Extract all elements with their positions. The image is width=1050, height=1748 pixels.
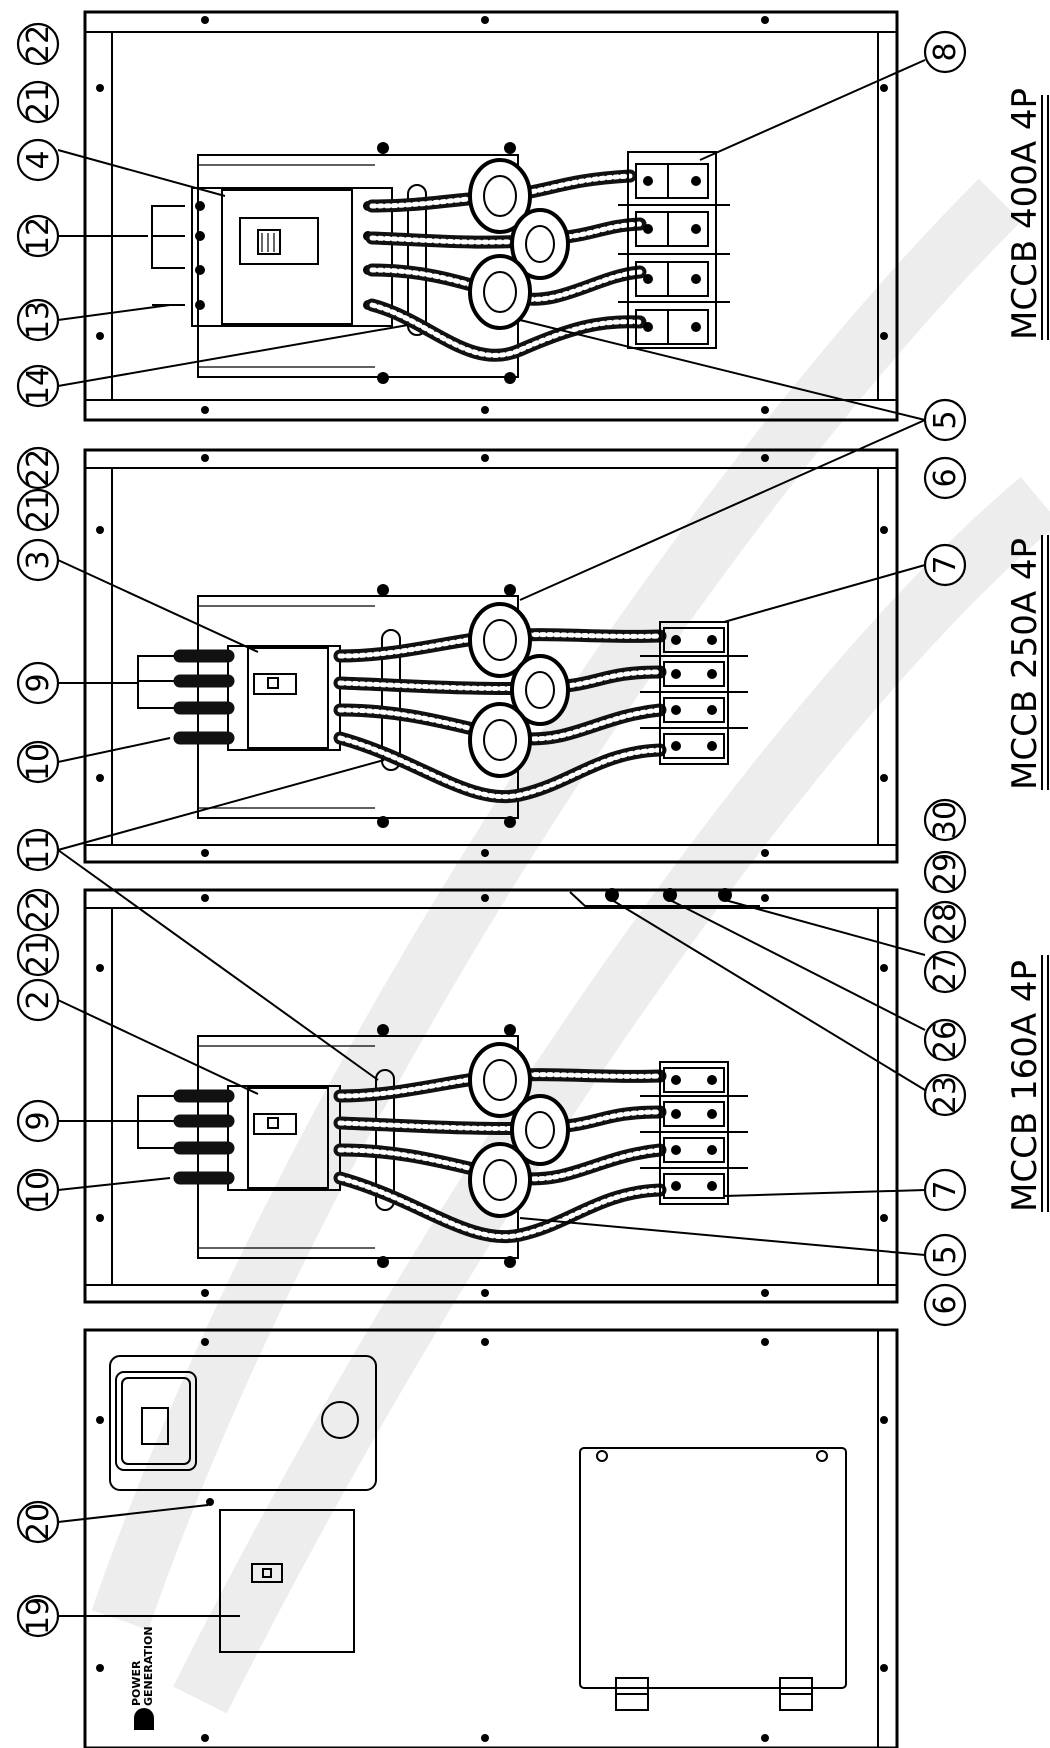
power-generation-logo: POWER GENERATION	[130, 1626, 155, 1730]
svg-text:21: 21	[21, 936, 56, 974]
svg-text:9: 9	[21, 673, 56, 692]
callout-5-p3: 5	[923, 1233, 967, 1277]
svg-text:14: 14	[21, 367, 56, 405]
callout-28: 28	[923, 900, 967, 944]
svg-text:6: 6	[928, 1295, 963, 1314]
callout-4: 4	[16, 138, 60, 182]
svg-text:POWER: POWER	[130, 1660, 143, 1706]
svg-text:7: 7	[928, 1180, 963, 1199]
callout-10-p3: 10	[16, 1168, 60, 1212]
svg-text:GENERATION: GENERATION	[142, 1626, 155, 1706]
callout-8: 8	[923, 30, 967, 74]
callout-12: 12	[16, 214, 60, 258]
svg-text:23: 23	[928, 1076, 963, 1114]
svg-text:10: 10	[21, 743, 56, 781]
svg-text:12: 12	[21, 217, 56, 255]
svg-text:29: 29	[928, 853, 963, 891]
panel-160a-title: MCCB 160A 4P	[1005, 960, 1045, 1212]
callout-29: 29	[923, 850, 967, 894]
panel-400a-title: MCCB 400A 4P	[1005, 88, 1045, 340]
svg-text:21: 21	[21, 83, 56, 121]
panel-250a-title: MCCB 250A 4P	[1005, 538, 1045, 790]
svg-text:20: 20	[21, 1503, 56, 1541]
svg-text:2: 2	[21, 990, 56, 1009]
callout-27: 27	[923, 950, 967, 994]
svg-text:4: 4	[21, 150, 56, 169]
svg-text:5: 5	[928, 1245, 963, 1264]
panel-250a: MCCB 250A 4P	[83, 448, 1049, 864]
svg-text:22: 22	[21, 25, 56, 63]
callout-21-p1: 21	[16, 80, 60, 124]
svg-text:13: 13	[21, 301, 56, 339]
svg-text:9: 9	[21, 1111, 56, 1130]
callout-13: 13	[16, 298, 60, 342]
callout-6-p3: 6	[923, 1283, 967, 1327]
callout-9-p3: 9	[16, 1099, 60, 1143]
callout-7-p3: 7	[923, 1168, 967, 1212]
callout-26: 26	[923, 1018, 967, 1062]
svg-text:5: 5	[928, 410, 963, 429]
svg-text:26: 26	[928, 1021, 963, 1059]
front-door: POWER GENERATION	[83, 1328, 899, 1748]
svg-text:3: 3	[21, 550, 56, 569]
callout-22-p3: 22	[16, 888, 60, 932]
callout-11: 11	[16, 828, 60, 872]
callout-22-p2: 22	[16, 446, 60, 490]
callout-10-p2: 10	[16, 740, 60, 784]
svg-text:7: 7	[928, 555, 963, 574]
svg-text:27: 27	[928, 953, 963, 991]
callout-5-p1: 5	[923, 398, 967, 442]
panel-160a: MCCB 160A 4P	[83, 888, 1049, 1304]
svg-text:19: 19	[21, 1597, 56, 1635]
svg-text:8: 8	[928, 42, 963, 61]
svg-text:22: 22	[21, 891, 56, 929]
callout-21-p3: 21	[16, 933, 60, 977]
callout-14: 14	[16, 364, 60, 408]
callout-2: 2	[16, 978, 60, 1022]
svg-text:28: 28	[928, 903, 963, 941]
callout-9-p2: 9	[16, 661, 60, 705]
callout-7-p2: 7	[923, 543, 967, 587]
callout-3: 3	[16, 538, 60, 582]
callout-21-p2: 21	[16, 488, 60, 532]
svg-text:10: 10	[21, 1171, 56, 1209]
callouts: 22 21 4 12 13 14 8 5 6 22 21 3 9 10 11 7…	[16, 22, 967, 1638]
callout-23: 23	[923, 1073, 967, 1117]
callout-19: 19	[16, 1594, 60, 1638]
panel-400a: MCCB 400A 4P	[83, 10, 1049, 422]
callout-20: 20	[16, 1500, 60, 1544]
svg-text:21: 21	[21, 491, 56, 529]
callout-22-p1: 22	[16, 22, 60, 66]
svg-text:11: 11	[21, 831, 56, 869]
watermark	[91, 178, 1050, 1714]
leader-lines	[57, 59, 926, 1617]
svg-text:30: 30	[928, 801, 963, 839]
callout-6-p1: 6	[923, 456, 967, 500]
callout-30: 30	[923, 798, 967, 842]
svg-text:6: 6	[928, 468, 963, 487]
svg-text:22: 22	[21, 449, 56, 487]
